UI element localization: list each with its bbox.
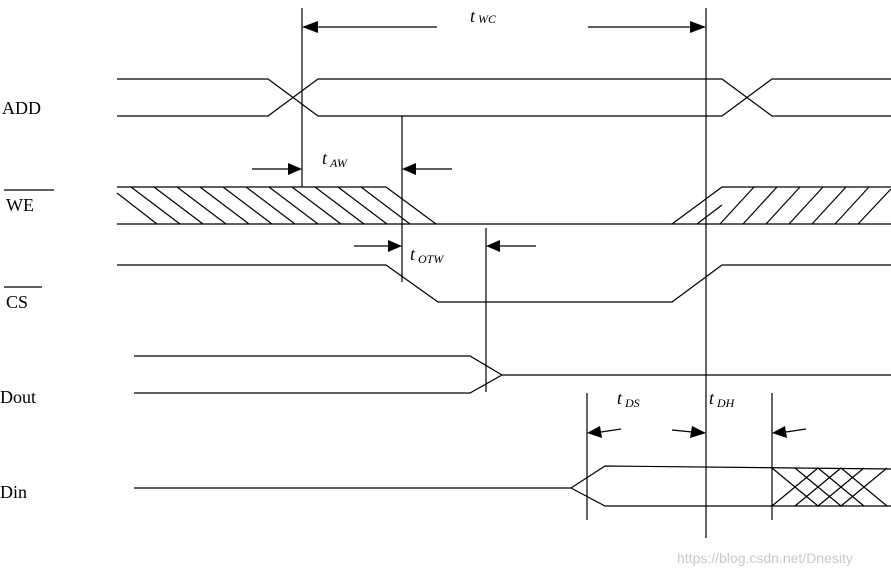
add-label: ADD [2, 98, 41, 118]
add-waveform [117, 78, 891, 117]
dout-label: Dout [0, 387, 36, 407]
cs-label: CS [6, 292, 28, 312]
we-waveform [116, 186, 891, 225]
we-label: WE [6, 195, 34, 215]
cs-waveform [117, 264, 891, 303]
din-waveform [134, 465, 891, 507]
watermark-text: https://blog.csdn.net/Dnesity [677, 550, 853, 566]
din-label: Din [0, 482, 27, 502]
dout-waveform [134, 355, 891, 394]
